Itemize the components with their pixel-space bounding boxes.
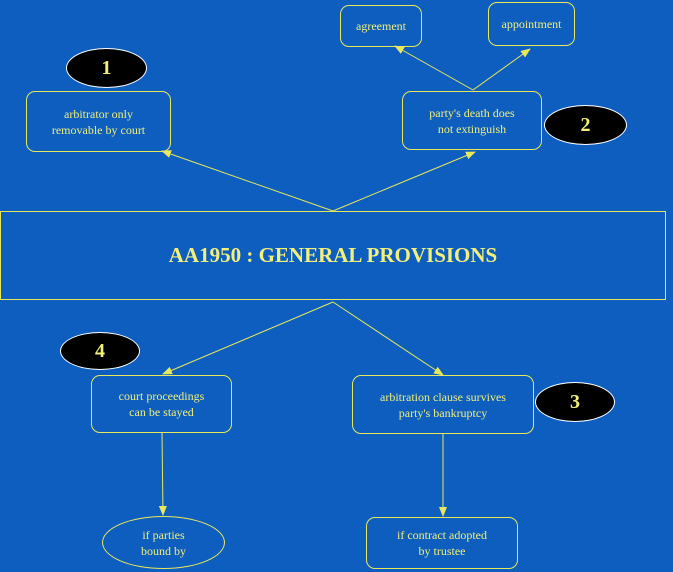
- appointment-label: appointment: [501, 17, 562, 31]
- parties-bound-node: if parties bound by: [102, 516, 225, 569]
- arrow-to-appointment: [472, 48, 531, 91]
- badge-3: 3: [535, 382, 615, 422]
- party-death-node: party's death does not extinguish: [402, 91, 542, 150]
- arbitrator-label: arbitrator only removable by court: [51, 106, 146, 137]
- main-topic-box: AA1950 : GENERAL PROVISIONS: [0, 211, 666, 300]
- badge-4-label: 4: [95, 339, 105, 362]
- court-proceedings-node: court proceedings can be stayed: [91, 375, 232, 433]
- party-death-label: party's death does not extinguish: [429, 105, 515, 136]
- trustee-label: if contract adopted by trustee: [397, 528, 487, 558]
- arrow-to-court-proceedings: [162, 301, 334, 375]
- badge-3-label: 3: [570, 390, 580, 413]
- badge-4: 4: [60, 332, 140, 370]
- arbitrator-node: arbitrator only removable by court: [26, 91, 171, 152]
- arrow-to-party-death: [332, 151, 476, 212]
- agreement-node: agreement: [340, 5, 422, 47]
- court-proceedings-label: court proceedings can be stayed: [118, 389, 205, 419]
- arrow-to-bankruptcy: [332, 301, 444, 376]
- bankruptcy-label: arbitration clause survives party's bank…: [380, 389, 506, 420]
- trustee-node: if contract adopted by trustee: [366, 517, 518, 569]
- arrow-to-arbitrator: [161, 150, 334, 212]
- main-topic-title: AA1950 : GENERAL PROVISIONS: [168, 243, 498, 267]
- agreement-label: agreement: [356, 19, 406, 33]
- badge-2: 2: [544, 105, 627, 145]
- badge-1: 1: [66, 48, 147, 88]
- parties-bound-label: if parties bound by: [141, 527, 186, 558]
- arrow-to-parties-bound: [158, 432, 167, 516]
- arrow-to-agreement: [394, 45, 474, 91]
- bankruptcy-node: arbitration clause survives party's bank…: [352, 375, 534, 434]
- badge-2-label: 2: [580, 113, 591, 136]
- badge-1-label: 1: [101, 56, 112, 79]
- appointment-node: appointment: [488, 2, 575, 46]
